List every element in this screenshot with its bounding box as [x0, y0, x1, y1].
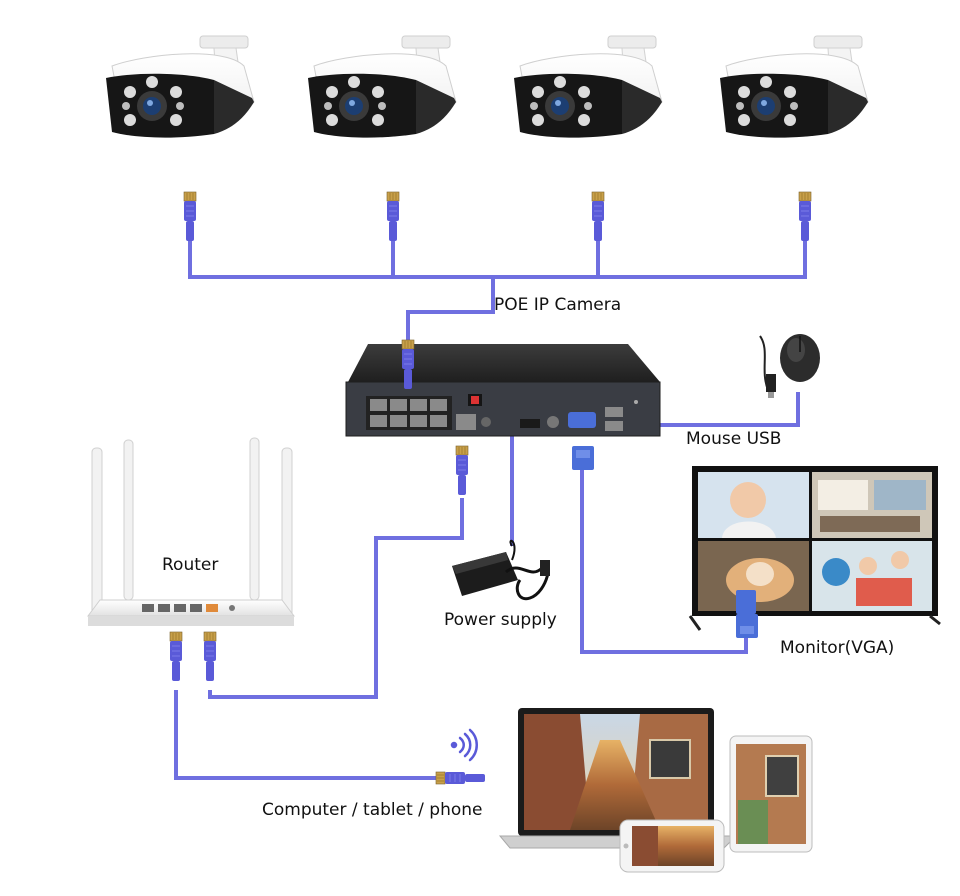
usb-mouse-icon: [759, 334, 820, 398]
tablet-icon: [729, 735, 813, 853]
vga-connector-nvr: [572, 446, 594, 470]
power-supply-label: Power supply: [444, 610, 557, 630]
vga-connector-monitor: [736, 614, 758, 638]
router-label: Router: [162, 555, 219, 575]
monitor-icon: [688, 466, 941, 631]
phone-icon: [619, 819, 725, 873]
camera-4: [719, 35, 869, 242]
nvr-cables: [174, 392, 800, 780]
camera-2: [307, 35, 457, 242]
client-connector: [435, 771, 486, 785]
laptop-icon: [498, 708, 738, 849]
camera-cables: [188, 236, 807, 345]
camera-1: [105, 35, 255, 242]
clients-label: Computer / tablet / phone: [262, 800, 483, 820]
wifi-signal-icon: [450, 728, 478, 762]
mouse-usb-label: Mouse USB: [686, 429, 782, 449]
power-adapter-icon: [452, 539, 550, 601]
wifi-router-icon: [87, 437, 295, 682]
poe-camera-label: POE IP Camera: [494, 295, 622, 315]
nvr-recorder-icon: [345, 339, 661, 496]
camera-3: [513, 35, 663, 242]
monitor-label: Monitor(VGA): [780, 638, 895, 658]
